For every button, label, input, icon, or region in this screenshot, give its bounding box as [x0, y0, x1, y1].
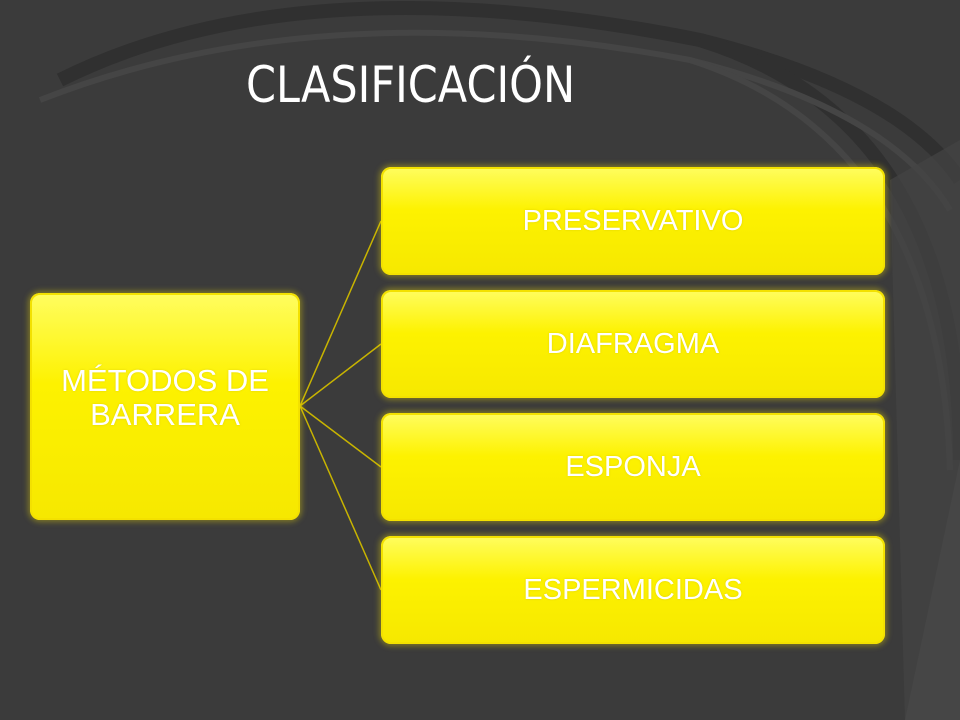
root-node-metodos-de-barrera: MÉTODOS DE BARRERA	[30, 293, 300, 520]
connector-diafragma	[299, 343, 382, 407]
connector-espermicidas	[299, 405, 382, 591]
child-node-espermicidas: ESPERMICIDAS	[381, 536, 885, 644]
root-node-label: MÉTODOS DE BARRERA	[61, 363, 269, 432]
child-node-label: DIAFRAGMA	[546, 327, 720, 360]
child-node-label: ESPONJA	[565, 450, 701, 483]
child-node-label: ESPERMICIDAS	[523, 573, 743, 606]
child-node-diafragma: DIAFRAGMA	[381, 290, 885, 398]
slide-title: CLASIFICACIÓN	[246, 56, 576, 114]
child-node-preservativo: PRESERVATIVO	[381, 167, 885, 275]
child-node-esponja: ESPONJA	[381, 413, 885, 521]
child-node-label: PRESERVATIVO	[522, 204, 744, 237]
connector-esponja	[299, 405, 382, 468]
connector-preservativo	[299, 220, 382, 407]
